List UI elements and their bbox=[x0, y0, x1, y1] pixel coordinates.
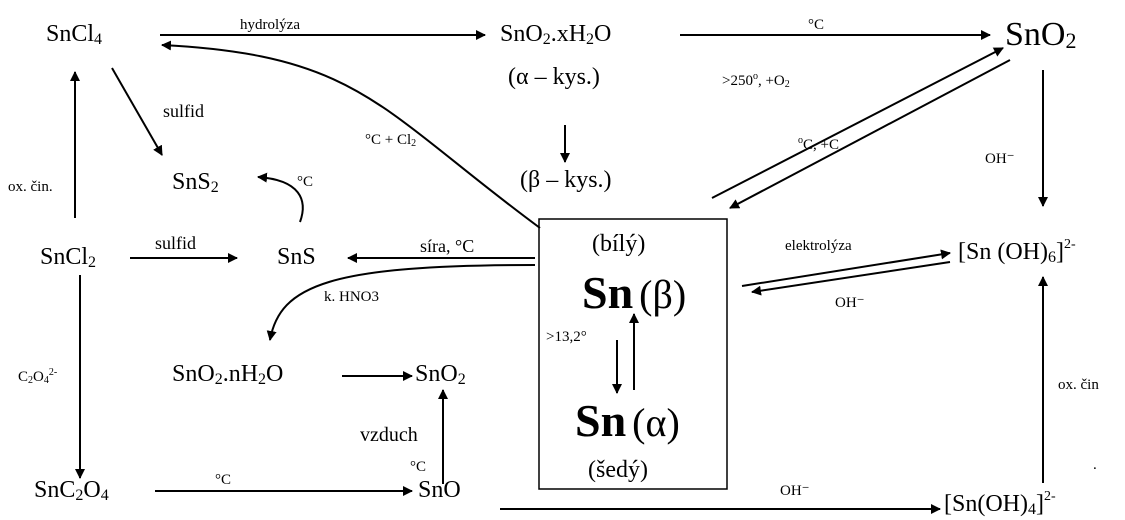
arrow-sn-to-snoh6 bbox=[741, 249, 951, 287]
vzduch-label: vzduch bbox=[360, 424, 418, 446]
sno-node: SnO bbox=[418, 477, 461, 503]
sns-node: SnS bbox=[277, 244, 316, 270]
sulfid-label-top: sulfid bbox=[163, 101, 205, 121]
heat-label-top: °C bbox=[808, 17, 825, 33]
sno2-nh2o-node: SnO2.nH2O bbox=[172, 361, 284, 388]
sira-label: síra, °C bbox=[420, 236, 475, 256]
beta-acid-node: (β – kys.) bbox=[520, 167, 612, 193]
white-tin-label: (bílý) bbox=[592, 231, 646, 257]
sulfid-label-mid: sulfid bbox=[155, 233, 197, 253]
alpha-tin-node: Sn (α) bbox=[575, 395, 680, 446]
snc2o4-heat-label: °C bbox=[215, 472, 232, 488]
arrow-sn-to-sno2nh2o bbox=[266, 264, 536, 341]
snc2o4-node: SnC2O4 bbox=[34, 477, 109, 504]
alpha-acid-node: (α – kys.) bbox=[508, 64, 600, 90]
ox-cin-right-label: ox. čin bbox=[1058, 377, 1099, 393]
khno3-label: k. HNO3 bbox=[324, 289, 379, 305]
oh-top-label: OH⁻ bbox=[985, 151, 1015, 167]
sno2-top-node: SnO2 bbox=[1005, 16, 1077, 53]
oh-mid-label: OH⁻ bbox=[835, 295, 865, 311]
sns2-node: SnS2 bbox=[172, 169, 219, 196]
arrow-sn-to-sno2 bbox=[711, 47, 1004, 199]
elektrolyza-label: elektrolýza bbox=[785, 238, 852, 254]
ox-cin-left-label: ox. čin. bbox=[8, 179, 53, 195]
sncl2-node: SnCl2 bbox=[40, 244, 97, 271]
sn-oh4-node: [Sn(OH)4]2- bbox=[944, 489, 1056, 518]
stray-dot: . bbox=[1093, 457, 1097, 473]
beta-tin-node: Sn (β) bbox=[582, 267, 687, 318]
sns-heat-label: °C bbox=[297, 174, 314, 190]
oh-bottom-label: OH⁻ bbox=[780, 483, 810, 499]
carbon-label: oC, +C bbox=[798, 135, 839, 153]
vzduch-heat-label: °C bbox=[410, 459, 427, 475]
gt250-label: >250o, +O2 bbox=[722, 71, 790, 90]
arrow-sno2-to-sn bbox=[729, 59, 1011, 209]
cl2-label: °C + Cl2 bbox=[365, 132, 417, 149]
arrow-snoh6-to-sn bbox=[751, 261, 951, 296]
transition-temp-label: >13,2° bbox=[546, 329, 587, 345]
hydrolysis-label: hydrolýza bbox=[240, 17, 300, 33]
sno2-xh2o-node: SnO2.xH2O bbox=[500, 21, 612, 48]
gray-tin-label: (šedý) bbox=[588, 457, 648, 483]
arrow-sn-to-sncl4 bbox=[161, 40, 541, 229]
sn-oh6-node: [Sn (OH)6]2- bbox=[958, 237, 1076, 266]
sncl4-node: SnCl4 bbox=[46, 21, 103, 48]
sno2-mid-node: SnO2 bbox=[415, 361, 466, 388]
oxalate-label: C2O42- bbox=[18, 367, 58, 386]
sn-allotrope-box bbox=[538, 218, 728, 490]
arrow-sncl4-to-sns2 bbox=[111, 67, 163, 156]
arrow-sns-to-sns2 bbox=[257, 172, 304, 223]
